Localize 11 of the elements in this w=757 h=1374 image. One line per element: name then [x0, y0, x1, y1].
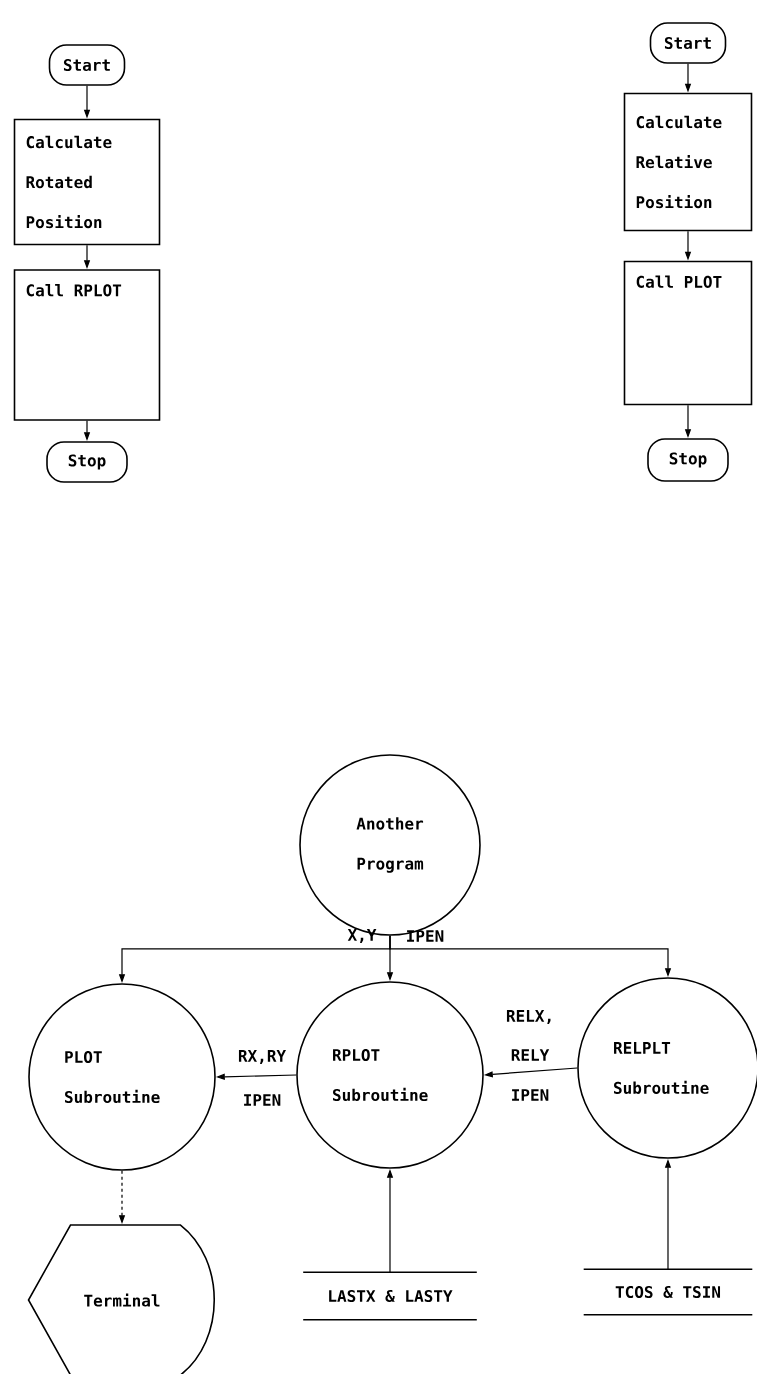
signal-label: RX,RY: [238, 1050, 286, 1064]
data-store: LASTX & LASTY: [302, 1271, 478, 1321]
process-box: Calculate Rotated Position: [13, 118, 161, 246]
process-box: Call PLOT: [623, 260, 753, 406]
signal-label: RELY: [511, 1049, 550, 1061]
signal-label: IPEN: [512, 1089, 549, 1101]
signal-label: IPEN: [244, 1094, 281, 1106]
signal-label: RELX,: [506, 1010, 551, 1024]
process-box: Call RPLOT: [13, 269, 161, 421]
data-store: TCOS & TSIN: [582, 1268, 754, 1316]
process-box: Calculate Relative Position: [623, 92, 753, 232]
